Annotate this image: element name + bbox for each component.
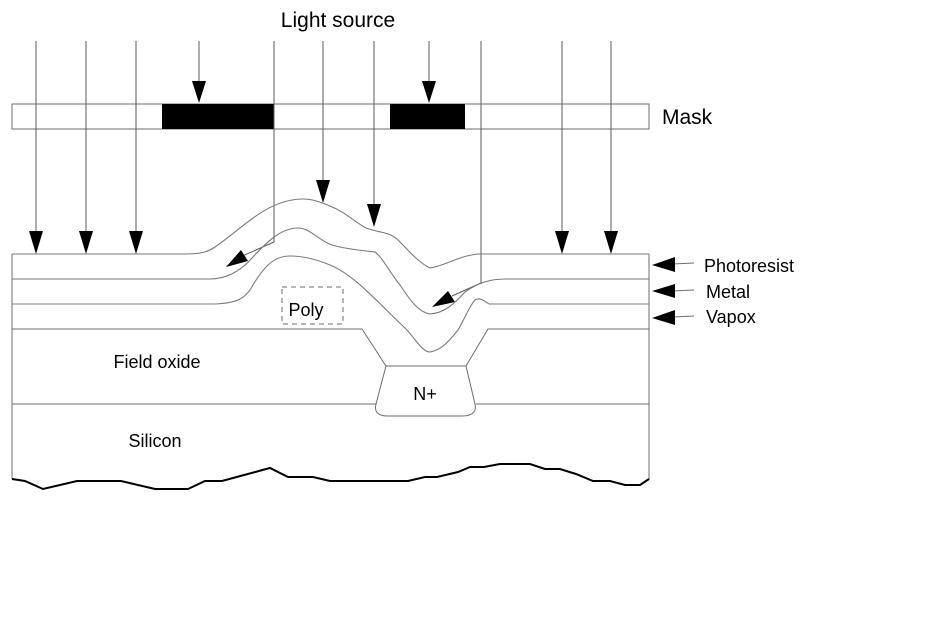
silicon-broken-edge <box>11 463 650 491</box>
light-source-label: Light source <box>281 9 395 32</box>
light-rays <box>29 41 618 307</box>
mask-opaque-block-1 <box>162 104 274 129</box>
photoresist-callout-arrow <box>652 257 675 272</box>
silicon-label: Silicon <box>128 431 181 451</box>
vapox-top-surface <box>12 255 649 353</box>
n-plus-label: N+ <box>413 384 437 404</box>
ray-blocked-2-arrowhead <box>422 81 436 103</box>
wafer-cross-section <box>11 198 650 491</box>
ray-4-arrowhead <box>316 180 330 203</box>
ray-2-arrowhead <box>79 231 93 254</box>
vapox-label: Vapox <box>706 307 756 327</box>
field-oxide-top-surface <box>12 328 649 367</box>
n-plus-region-outline <box>375 365 476 417</box>
metal-top-surface <box>12 227 649 315</box>
mask-outline <box>11 103 650 130</box>
layer-callouts: Photoresist Metal Vapox <box>652 256 794 327</box>
field-oxide-label: Field oxide <box>113 352 200 372</box>
photoresist-callout-line <box>671 262 695 265</box>
metal-callout-line <box>671 289 695 292</box>
ray-6-arrowhead <box>555 231 569 254</box>
mask-label: Mask <box>662 106 713 129</box>
ray-3-arrowhead <box>129 231 143 254</box>
photoresist-label: Photoresist <box>704 256 794 276</box>
vapox-callout-line <box>671 315 695 318</box>
ray-blocked-1-arrowhead <box>192 81 206 103</box>
poly-label: Poly <box>288 300 323 320</box>
metal-callout-arrow <box>652 284 675 298</box>
vapox-callout-arrow <box>652 310 675 325</box>
ray-reflected-2-arrowhead <box>432 291 455 307</box>
mask <box>11 103 650 130</box>
metal-label: Metal <box>706 282 750 302</box>
ray-1-arrowhead <box>29 231 43 254</box>
ray-7-arrowhead <box>604 231 618 254</box>
ray-reflected-1-arrowhead <box>226 250 248 267</box>
photoresist-top-surface <box>12 198 649 269</box>
poly-outline <box>281 286 344 325</box>
mask-opaque-block-2 <box>390 104 465 129</box>
ray-5-arrowhead <box>367 204 381 227</box>
ray-reflected-1-bounce <box>239 241 275 258</box>
